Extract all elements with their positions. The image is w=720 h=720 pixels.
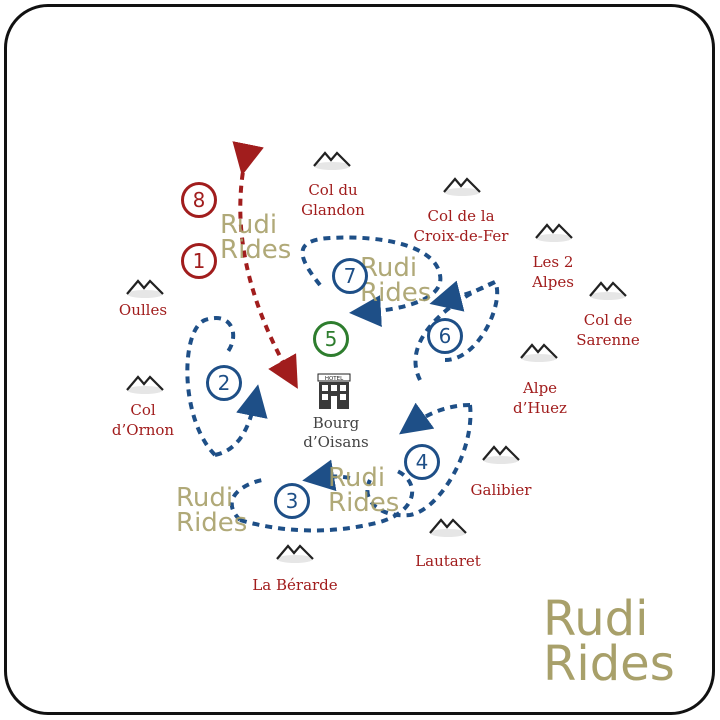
route-4-badge[interactable]: 4	[404, 444, 440, 480]
mountain-icon	[275, 541, 315, 567]
route-3-badge[interactable]: 3	[274, 483, 310, 519]
watermark-logo: Rudi Rides	[360, 253, 432, 308]
mountain-icon	[588, 278, 628, 304]
route-1-badge[interactable]: 1	[181, 243, 217, 279]
route-1-8-path	[232, 141, 298, 389]
route-6-badge[interactable]: 6	[427, 318, 463, 354]
route-8-badge[interactable]: 8	[181, 182, 217, 218]
route-2-path	[185, 316, 236, 457]
watermark-logo: Rudi Rides	[176, 483, 248, 538]
route-7-badge[interactable]: 7	[332, 258, 368, 294]
mountain-icon	[312, 148, 352, 174]
route-7-path	[300, 235, 443, 328]
mountain-icon	[519, 340, 559, 366]
place-la-berarde: La Bérarde	[252, 576, 338, 594]
mountain-icon	[442, 174, 482, 200]
route-2-return-path	[214, 384, 268, 457]
watermark-logo: Rudi Rides	[220, 210, 292, 265]
place-col-du-glandon: Col du Glandon	[301, 181, 365, 219]
route-4-arrow-path	[399, 402, 471, 435]
route-5-badge[interactable]: 5	[313, 321, 349, 357]
place-col-de-la-croix-de-fer: Col de la Croix-de-Fer	[413, 207, 509, 245]
hotel-sign: HOTEL	[325, 376, 344, 382]
route-2-badge[interactable]: 2	[206, 365, 242, 401]
map-frame	[4, 4, 715, 715]
watermark-logo: Rudi Rides	[328, 463, 400, 518]
route-6-arrow-path	[429, 280, 496, 312]
mountain-icon	[428, 515, 468, 541]
place-oulles: Oulles	[118, 301, 168, 319]
place-les-2-alpes: Les 2 Alpes	[532, 253, 574, 291]
place-alpe-d-huez: Alpe d’Huez	[513, 379, 567, 417]
mountain-icon	[481, 442, 521, 468]
place-galibier: Galibier	[470, 481, 532, 499]
route-3-return-path	[229, 478, 263, 522]
route-3-path	[239, 468, 415, 533]
mountain-icon	[125, 372, 165, 398]
hotel-icon: HOTEL	[317, 373, 351, 409]
brand-logo: Rudi Rides	[543, 591, 675, 692]
mountain-icon	[534, 220, 574, 246]
hub-label: Bourg d’Oisans	[303, 414, 369, 451]
place-col-d-ornon: Col d’Ornon	[111, 401, 175, 439]
place-col-de-sarenne: Col de Sarenne	[576, 311, 640, 349]
route-3-arrow-path	[302, 459, 351, 492]
mountain-icon	[125, 276, 165, 302]
place-lautaret: Lautaret	[415, 552, 481, 570]
